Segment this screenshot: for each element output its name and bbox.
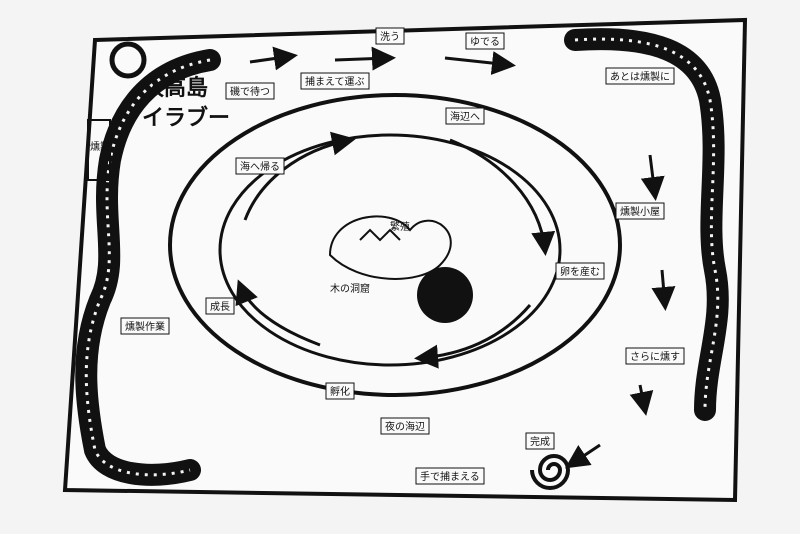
outer-step-label: 磯で待つ: [230, 85, 270, 98]
cycle-step-c5: 海へ帰る: [235, 157, 285, 175]
cycle-step-label: 成長: [210, 301, 230, 313]
outer-step-label: 捕まえて運ぶ: [305, 75, 365, 88]
snake-egg-icon: [417, 267, 473, 323]
outer-step-s10: 夜の海辺: [380, 417, 430, 435]
outer-step-box: [225, 82, 275, 100]
outer-step-label: 手で捕まえる: [420, 470, 480, 483]
outer-step-label: 燻製作業: [125, 320, 165, 333]
title-sun-icon: [109, 41, 147, 79]
cycle-step-c3: 孵化: [325, 382, 355, 400]
center-illustration: [328, 215, 473, 323]
outer-step-box: [120, 317, 170, 335]
title-stamp: 燻製: [90, 140, 110, 153]
outer-step-box: [415, 467, 485, 485]
outer-step-box: [525, 432, 555, 450]
outer-step-box: [615, 202, 665, 220]
cycle-step-label: 海辺へ: [450, 110, 480, 123]
outer-step-box: [380, 417, 430, 435]
outer-step-box: [300, 72, 370, 90]
title-line2: イラブー: [142, 105, 230, 131]
outer-step-label: 夜の海辺: [385, 420, 425, 433]
outer-step-s8: 完成: [525, 432, 555, 450]
cycle-step-c1: 海辺へ: [445, 107, 485, 125]
cycle-step-box: [445, 107, 485, 125]
outer-step-box: [465, 32, 505, 50]
outer-step-s3: 洗う: [375, 27, 405, 45]
cycle-step-c4: 成長: [205, 297, 235, 315]
title-stamp-box: [87, 119, 111, 181]
snake-right-pattern: [574, 37, 720, 411]
outer-step-s11: 燻製作業: [120, 317, 170, 335]
outer-cycle-arrows: [249, 46, 676, 469]
title-line1: 久高島: [142, 75, 208, 101]
outer-step-label: 完成: [530, 435, 550, 448]
cycle-step-label: 孵化: [330, 385, 350, 398]
outer-step-s4: ゆでる: [465, 32, 505, 50]
outer-step-label: 燻製小屋: [620, 205, 660, 218]
cycle-step-label: 卵を産む: [560, 265, 600, 278]
outer-step-s5: あとは燻製に: [605, 67, 675, 85]
center-note: 繁殖: [390, 220, 410, 233]
cycle-step-c2: 卵を産む: [555, 262, 605, 280]
outer-step-label: ゆでる: [470, 36, 500, 48]
outer-loop: [168, 93, 622, 397]
snake-left: [75, 49, 221, 486]
cycle-step-label: 海へ帰る: [240, 160, 280, 173]
outer-step-s6: 燻製小屋: [615, 202, 665, 220]
outer-step-label: 洗う: [380, 31, 400, 43]
cycle-step-box: [555, 262, 605, 280]
outer-step-label: あとは燻製に: [610, 70, 670, 83]
outer-step-s2: 捕まえて運ぶ: [300, 72, 370, 90]
outer-step-s1: 磯で待つ: [225, 82, 275, 100]
cycle-step-box: [235, 157, 285, 175]
cycle-step-box: [205, 297, 235, 315]
outer-step-box: [375, 27, 405, 45]
inner-loop: [218, 133, 562, 367]
cycle-step-box: [325, 382, 355, 400]
coiled-snake-icon: [530, 454, 571, 490]
outer-step-label: さらに燻す: [630, 350, 680, 363]
outer-step-box: [625, 347, 685, 365]
outer-step-s7: さらに燻す: [625, 347, 685, 365]
outer-step-s9: 手で捕まえる: [415, 467, 485, 485]
outer-step-box: [605, 67, 675, 85]
center-label: 木の洞窟: [330, 282, 370, 295]
